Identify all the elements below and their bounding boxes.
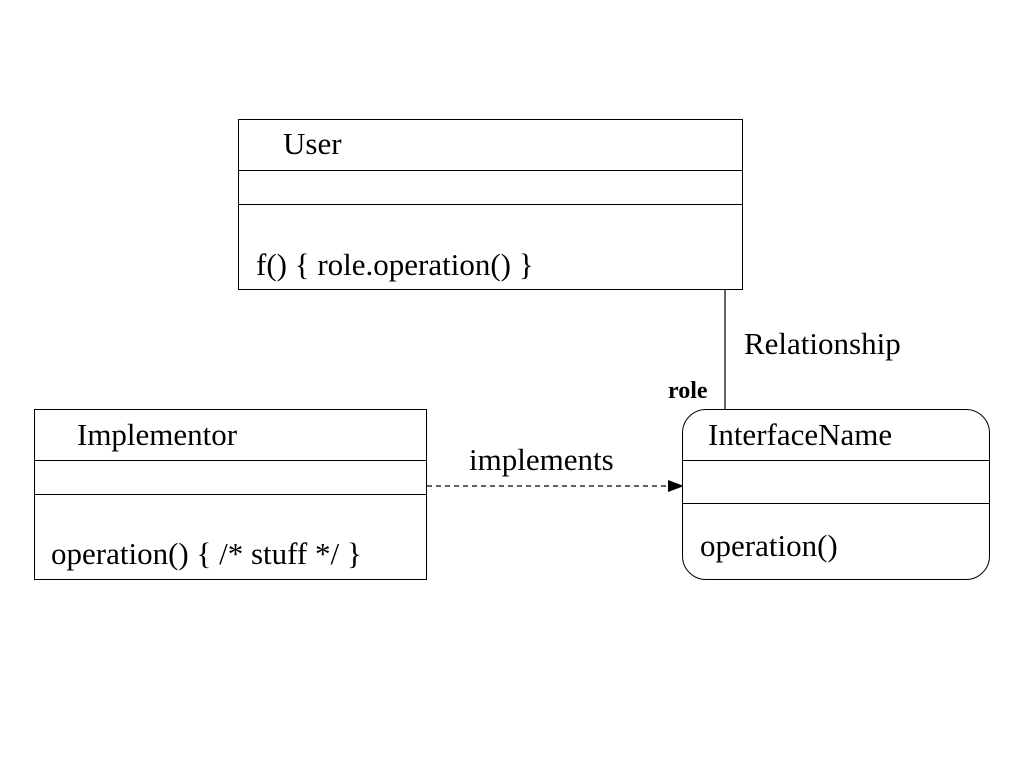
- association-role-label: role: [668, 378, 708, 404]
- user-class-box[interactable]: User f() { role.operation() }: [238, 119, 743, 290]
- realization-arrowhead: [668, 480, 684, 492]
- user-class-divider-2: [239, 204, 742, 205]
- user-class-divider-1: [239, 170, 742, 171]
- interface-name: InterfaceName: [708, 417, 893, 452]
- association-label: Relationship: [744, 326, 901, 361]
- implementor-class-box[interactable]: Implementor operation() { /* stuff */ }: [34, 409, 427, 580]
- interface-divider-1: [683, 460, 989, 461]
- interface-box[interactable]: InterfaceName operation(): [682, 409, 990, 580]
- implementor-class-divider-1: [35, 460, 426, 461]
- user-class-operations: f() { role.operation() }: [256, 247, 534, 282]
- implementor-class-name: Implementor: [77, 417, 238, 452]
- user-class-name: User: [283, 126, 342, 161]
- implementor-class-operations: operation() { /* stuff */ }: [51, 536, 362, 571]
- implementor-class-divider-2: [35, 494, 426, 495]
- realization-label: implements: [469, 442, 614, 477]
- interface-divider-2: [683, 503, 989, 504]
- interface-operations: operation(): [700, 528, 838, 563]
